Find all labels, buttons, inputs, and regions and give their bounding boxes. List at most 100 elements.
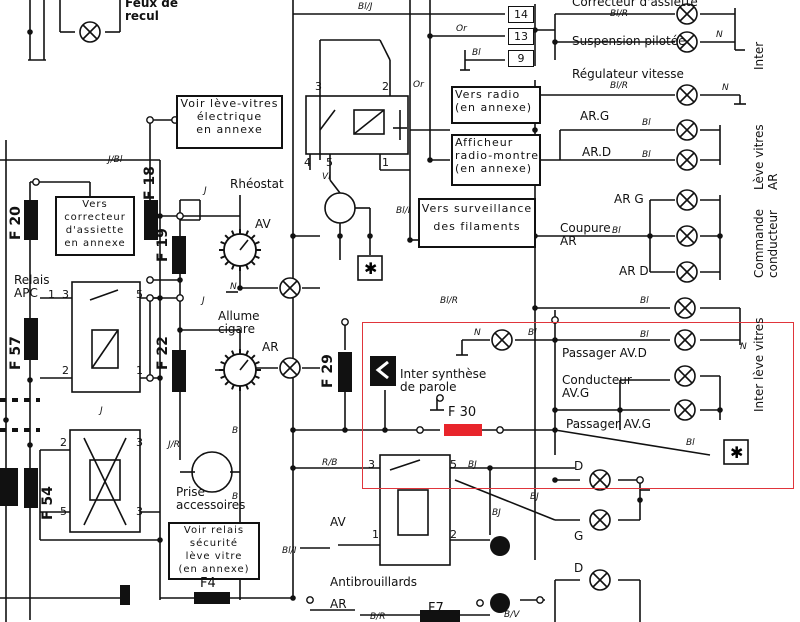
wire-label-b-1: B xyxy=(232,426,239,436)
label-inter-leve-vitres: Inter lève vitres xyxy=(752,317,766,412)
label-f22: F 22 xyxy=(155,336,171,370)
wire-label-or-2: Or xyxy=(413,80,424,90)
wire-label-n-left: N xyxy=(230,282,237,292)
terminal xyxy=(176,294,184,302)
fuse xyxy=(144,200,158,240)
junction-dot xyxy=(3,417,9,423)
label-commande-conducteur: Commande conducteur xyxy=(752,208,780,278)
wire-label-bl-r-3: Bl/R xyxy=(440,296,458,306)
wire-label-b-v: B/V xyxy=(504,610,520,620)
wire-label-bj-1: BJ xyxy=(468,460,477,470)
box-vers-correcteur: Vers correcteur d'assiette en annexe xyxy=(55,196,135,256)
wire-label-bl-arg: Bl xyxy=(642,118,651,128)
label-f19: F 19 xyxy=(155,228,171,262)
label-suspension-pilotee: Suspension pilotée xyxy=(572,34,686,48)
fuse-f4 xyxy=(194,592,230,604)
label-allume-cigare: Allume cigare xyxy=(218,309,260,336)
lamp-icon xyxy=(676,225,698,247)
wire-label-bl-r-2: Bl/R xyxy=(610,81,628,91)
label-f57: F 57 xyxy=(8,336,24,370)
junction-dot xyxy=(367,233,373,239)
wire-label-vi: Vi xyxy=(322,172,331,182)
terminal xyxy=(636,476,644,484)
box-vers-surveillance: Vers surveillance des filaments xyxy=(418,198,536,248)
label-relais-apc: Relais APC xyxy=(14,273,50,300)
wire-label-bl-ard: Bl xyxy=(642,150,651,160)
terminal xyxy=(341,318,349,326)
connector-pin-14: 14 xyxy=(508,6,534,23)
junction-dot xyxy=(637,497,643,503)
connector-pin-9: 9 xyxy=(508,50,534,67)
label-ar-d2: AR D xyxy=(619,264,649,278)
label-ar-g2: AR G xyxy=(614,192,644,206)
wire-label-j-2: J xyxy=(202,296,205,306)
terminal xyxy=(32,178,40,186)
relay3-pin-1: 1 xyxy=(372,528,379,541)
junction-dot xyxy=(157,213,163,219)
junction-dot xyxy=(382,427,388,433)
terminal xyxy=(176,212,184,220)
lamp-icon xyxy=(676,189,698,211)
wire-label-or-1: Or xyxy=(456,24,467,34)
hl-wire-bl-3: Bl xyxy=(686,438,695,448)
label-inter: Inter xyxy=(752,41,766,70)
relay3-pin-5: 5 xyxy=(450,458,457,471)
junction-dot xyxy=(532,127,538,133)
gauge-icon xyxy=(219,349,261,391)
junction-dot xyxy=(427,157,433,163)
lamp-icon xyxy=(589,569,611,591)
label-ar-g: AR.G xyxy=(580,109,610,123)
label-d2: D xyxy=(574,561,584,575)
box-voir-relais: Voir relais sécurité lève vitre (en anne… xyxy=(168,522,260,580)
label-prise-accessoires: Prise accessoires xyxy=(176,485,246,512)
wire-label-b-2: B xyxy=(232,492,239,502)
hl-wire-bl-1: Bl xyxy=(528,328,537,338)
junction-dot xyxy=(157,295,163,301)
junction-dot xyxy=(290,595,296,601)
wire-label-bl-r-1: Bl/R xyxy=(610,9,628,19)
label-d: D xyxy=(574,459,584,473)
fuse xyxy=(24,468,38,508)
relay2-pin-3: 3 xyxy=(136,436,143,449)
junction-dot xyxy=(290,427,296,433)
relay-top-pin-1: 1 xyxy=(382,156,389,169)
fuse-f30 xyxy=(444,424,482,436)
terminal xyxy=(436,394,444,402)
label-rheostat: Rhéostat xyxy=(230,177,284,191)
relay-top-pin-3: 3 xyxy=(315,80,322,93)
terminal xyxy=(496,426,504,434)
lamp-icon xyxy=(279,277,301,299)
label-correcteur-assiette: Correcteur d'assiette xyxy=(572,0,698,9)
fuse xyxy=(0,468,18,506)
terminal xyxy=(146,294,154,302)
junction-dot xyxy=(290,233,296,239)
svg-text:✱: ✱ xyxy=(364,259,377,278)
junction-dot xyxy=(337,233,343,239)
junction-dot xyxy=(27,377,33,383)
relay-top-pin-5: 5 xyxy=(326,156,333,169)
junction-dot xyxy=(177,277,183,283)
label-passager-avg: Passager AV.G xyxy=(566,417,651,431)
label-ar-bottom: AR xyxy=(330,597,347,611)
lamp-icon xyxy=(674,297,696,319)
label-leve-vitres-ar: Lève vitres AR xyxy=(752,124,780,190)
junction-dot xyxy=(27,442,33,448)
label-regulateur-vitesse: Régulateur vitesse xyxy=(572,67,684,81)
highlight-frame xyxy=(362,322,794,489)
junction-dot xyxy=(552,39,558,45)
lamp-icon xyxy=(676,31,698,53)
lamp-icon xyxy=(676,119,698,141)
wire-label-bl-j: Bl/J xyxy=(358,2,373,12)
wire-label-n-1: N xyxy=(716,30,723,40)
junction-dot xyxy=(290,465,296,471)
lamp-icon xyxy=(676,3,698,25)
lamp-icon xyxy=(676,261,698,283)
junction-dot xyxy=(532,305,538,311)
label-feux-recul: Feux de recul xyxy=(125,0,179,23)
junction-dot xyxy=(487,465,493,471)
hl-wire-n-2: N xyxy=(740,342,747,352)
label-f30: F 30 xyxy=(448,405,477,420)
label-ar-d: AR.D xyxy=(582,145,612,159)
wire-label-j-1: J xyxy=(204,186,207,196)
wire-label-n-2: N xyxy=(722,83,729,93)
